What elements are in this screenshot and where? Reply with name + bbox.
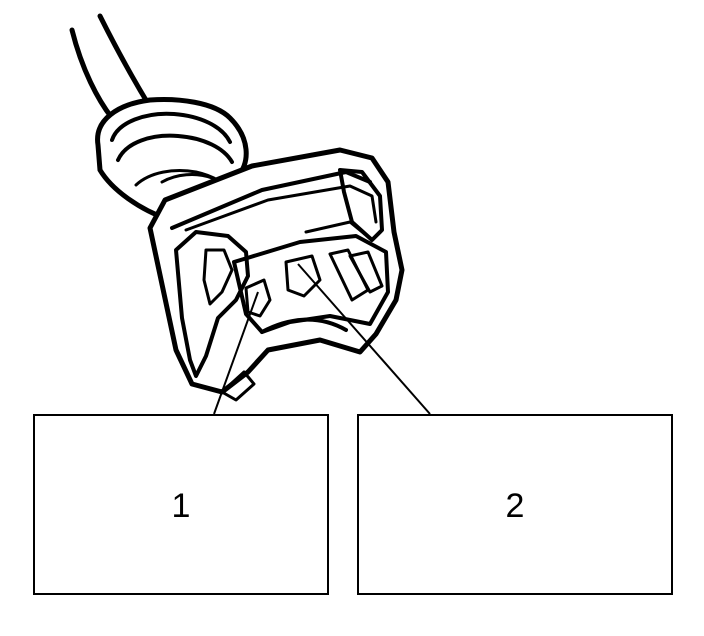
callout-label-1: 1 bbox=[171, 487, 191, 525]
callout-box-1: 1 bbox=[33, 414, 329, 595]
wire-left bbox=[69, 27, 115, 121]
callout-box-2: 2 bbox=[357, 414, 673, 595]
boot-detail bbox=[160, 173, 214, 184]
housing-bottom-lip bbox=[220, 370, 256, 402]
front-opening bbox=[232, 234, 390, 334]
locking-clip bbox=[338, 168, 384, 242]
leader-line-1 bbox=[213, 291, 259, 415]
housing-bottom-edge bbox=[260, 317, 348, 334]
boot-ring bbox=[110, 111, 232, 144]
front-frame-inner bbox=[202, 248, 234, 306]
housing-top-face bbox=[170, 170, 372, 230]
terminal-cavity-2 bbox=[284, 254, 322, 298]
clip-edge bbox=[304, 220, 374, 242]
callout-label-2: 2 bbox=[505, 487, 525, 525]
housing-top-inner bbox=[184, 184, 378, 232]
leader-line-2 bbox=[297, 263, 431, 415]
terminal-blade bbox=[348, 250, 384, 294]
connector-illustration bbox=[69, 13, 405, 402]
wire-right bbox=[97, 13, 155, 113]
front-frame-left bbox=[174, 230, 250, 378]
terminal-cavity-1 bbox=[244, 278, 272, 318]
boot-ring bbox=[116, 133, 234, 164]
